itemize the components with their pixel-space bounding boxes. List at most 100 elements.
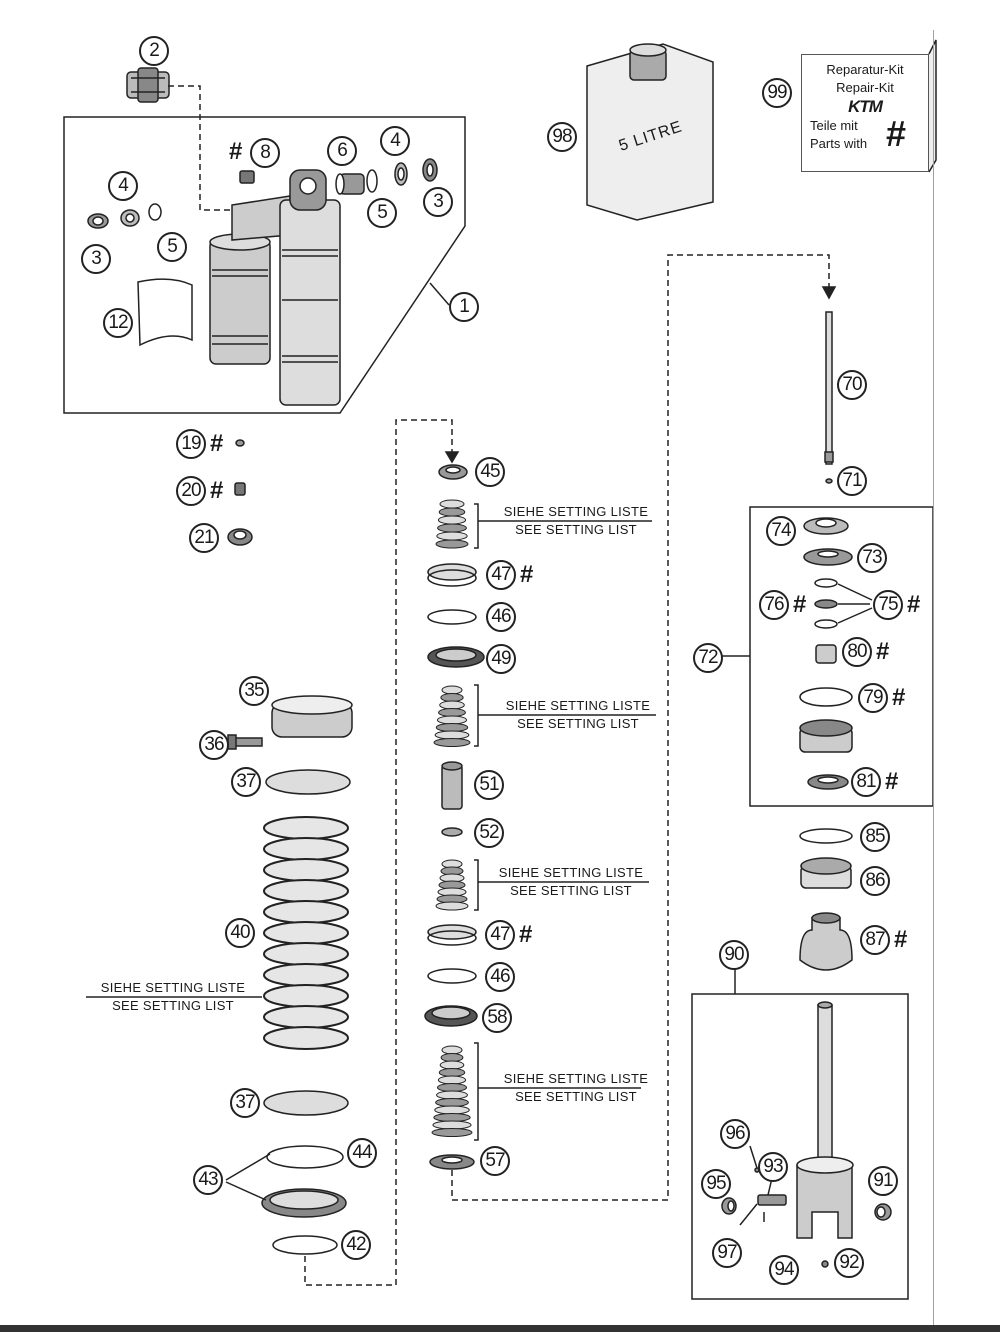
spring-coil — [263, 879, 349, 903]
ring-44 — [266, 1145, 344, 1169]
arrow-45 — [444, 451, 460, 464]
bushing-6-part — [335, 173, 365, 195]
damper-body — [279, 169, 341, 406]
clevis-frame-90 — [691, 993, 909, 1300]
washer-57 — [429, 1154, 475, 1170]
repair-kit-mark-81: # — [885, 768, 899, 795]
shim-disc — [434, 730, 470, 740]
callout-47: 47 — [485, 920, 515, 950]
callout-74: 74 — [766, 516, 796, 546]
callout-47: 47 — [486, 560, 516, 590]
callout-5: 5 — [367, 198, 397, 228]
callout-52: 52 — [474, 818, 504, 848]
bracket-stack-4 — [474, 1042, 479, 1141]
circlip-42 — [272, 1235, 338, 1255]
seal-3-right — [422, 158, 438, 182]
callout-71: 71 — [837, 466, 867, 496]
ring-21 — [227, 528, 253, 546]
shim-disc — [440, 693, 464, 702]
ring-47-top — [427, 563, 477, 587]
callout-85: 85 — [860, 822, 890, 852]
washer-4-left — [120, 209, 140, 227]
callout-42: 42 — [341, 1230, 371, 1260]
shim-disc — [441, 1045, 463, 1055]
leader-43b — [225, 1181, 267, 1201]
leader-97 — [739, 1203, 758, 1226]
callout-91: 91 — [868, 1166, 898, 1196]
callout-57: 57 — [480, 1146, 510, 1176]
shim-disc — [436, 531, 468, 541]
setting-note-de: SIEHE SETTING LISTE — [100, 980, 246, 995]
shim-disc — [439, 1060, 465, 1070]
valve-plug-part — [126, 67, 170, 103]
plate-37-bottom — [263, 1090, 349, 1116]
shim-disc — [431, 1128, 473, 1137]
bump-stop-87 — [799, 912, 853, 971]
ring-79 — [799, 687, 853, 707]
shim-disc — [435, 1098, 469, 1107]
repair-kit-mark-75: # — [907, 591, 921, 618]
bracket-stack-2 — [474, 684, 479, 747]
shim-disc — [436, 1090, 468, 1100]
spring-coil — [263, 837, 349, 861]
setting-note-en: SEE SETTING LIST — [510, 883, 632, 898]
spring-coil — [263, 1005, 349, 1029]
shim-disc — [439, 499, 465, 509]
shim-disc — [438, 507, 466, 517]
bracket-stack-3 — [474, 859, 479, 911]
spring-path — [304, 419, 453, 1286]
ring-47-low — [427, 924, 477, 946]
callout-4: 4 — [380, 126, 410, 156]
callout-81: 81 — [851, 767, 881, 797]
callout-12: 12 — [103, 308, 133, 338]
callout-87: 87 — [860, 925, 890, 955]
arrow-70 — [821, 286, 837, 300]
callout-73: 73 — [857, 543, 887, 573]
callout-90: 90 — [719, 940, 749, 970]
ktm-logo: KTM — [848, 97, 883, 116]
leader-75a — [837, 583, 873, 601]
spring-coil — [263, 921, 349, 945]
shim-disc — [436, 715, 468, 725]
repair-kit-mark-8: # — [229, 138, 243, 165]
piston-rod-path — [451, 254, 830, 1201]
callout-2: 2 — [139, 36, 169, 66]
oring-5-right — [366, 169, 378, 193]
callout-45: 45 — [475, 457, 505, 487]
repair-kit-mark-47: # — [520, 561, 534, 588]
callout-37: 37 — [230, 1088, 260, 1118]
callout-98: 98 — [547, 122, 577, 152]
callout-93: 93 — [758, 1152, 788, 1182]
callout-20: 20 — [176, 476, 206, 506]
piston-rod-70 — [824, 311, 834, 465]
screw-20 — [234, 482, 246, 496]
shim-disc — [433, 1113, 471, 1122]
callout-99: 99 — [762, 78, 792, 108]
callout-5: 5 — [157, 232, 187, 262]
kit-box-side — [928, 39, 937, 173]
seal-3-left — [87, 213, 109, 229]
ring-46-low — [427, 968, 477, 984]
callout-94: 94 — [769, 1255, 799, 1285]
housing-81-upper — [799, 719, 853, 753]
bushing-95 — [721, 1197, 737, 1215]
oil-can-98 — [586, 43, 714, 221]
callout-46: 46 — [485, 962, 515, 992]
shim-disc — [436, 1083, 468, 1092]
leader-96 — [749, 1145, 758, 1169]
callout-72: 72 — [693, 643, 723, 673]
callout-58: 58 — [482, 1003, 512, 1033]
callout-79: 79 — [858, 683, 888, 713]
shim-stack-low — [435, 859, 469, 911]
setting-note-1: SIEHE SETTING LISTE SEE SETTING LIST — [492, 503, 660, 539]
repair-kit-mark-80: # — [876, 638, 890, 665]
shim-disc — [437, 523, 467, 533]
sleeve-80 — [815, 644, 837, 664]
callout-80: 80 — [842, 637, 872, 667]
repair-kit-hash: # — [886, 113, 907, 154]
callout-44: 44 — [347, 1138, 377, 1168]
callout-97: 97 — [712, 1238, 742, 1268]
repair-kit-mark-76: # — [793, 591, 807, 618]
spring-coil — [263, 984, 349, 1008]
spring-adjuster-35 — [271, 695, 353, 738]
